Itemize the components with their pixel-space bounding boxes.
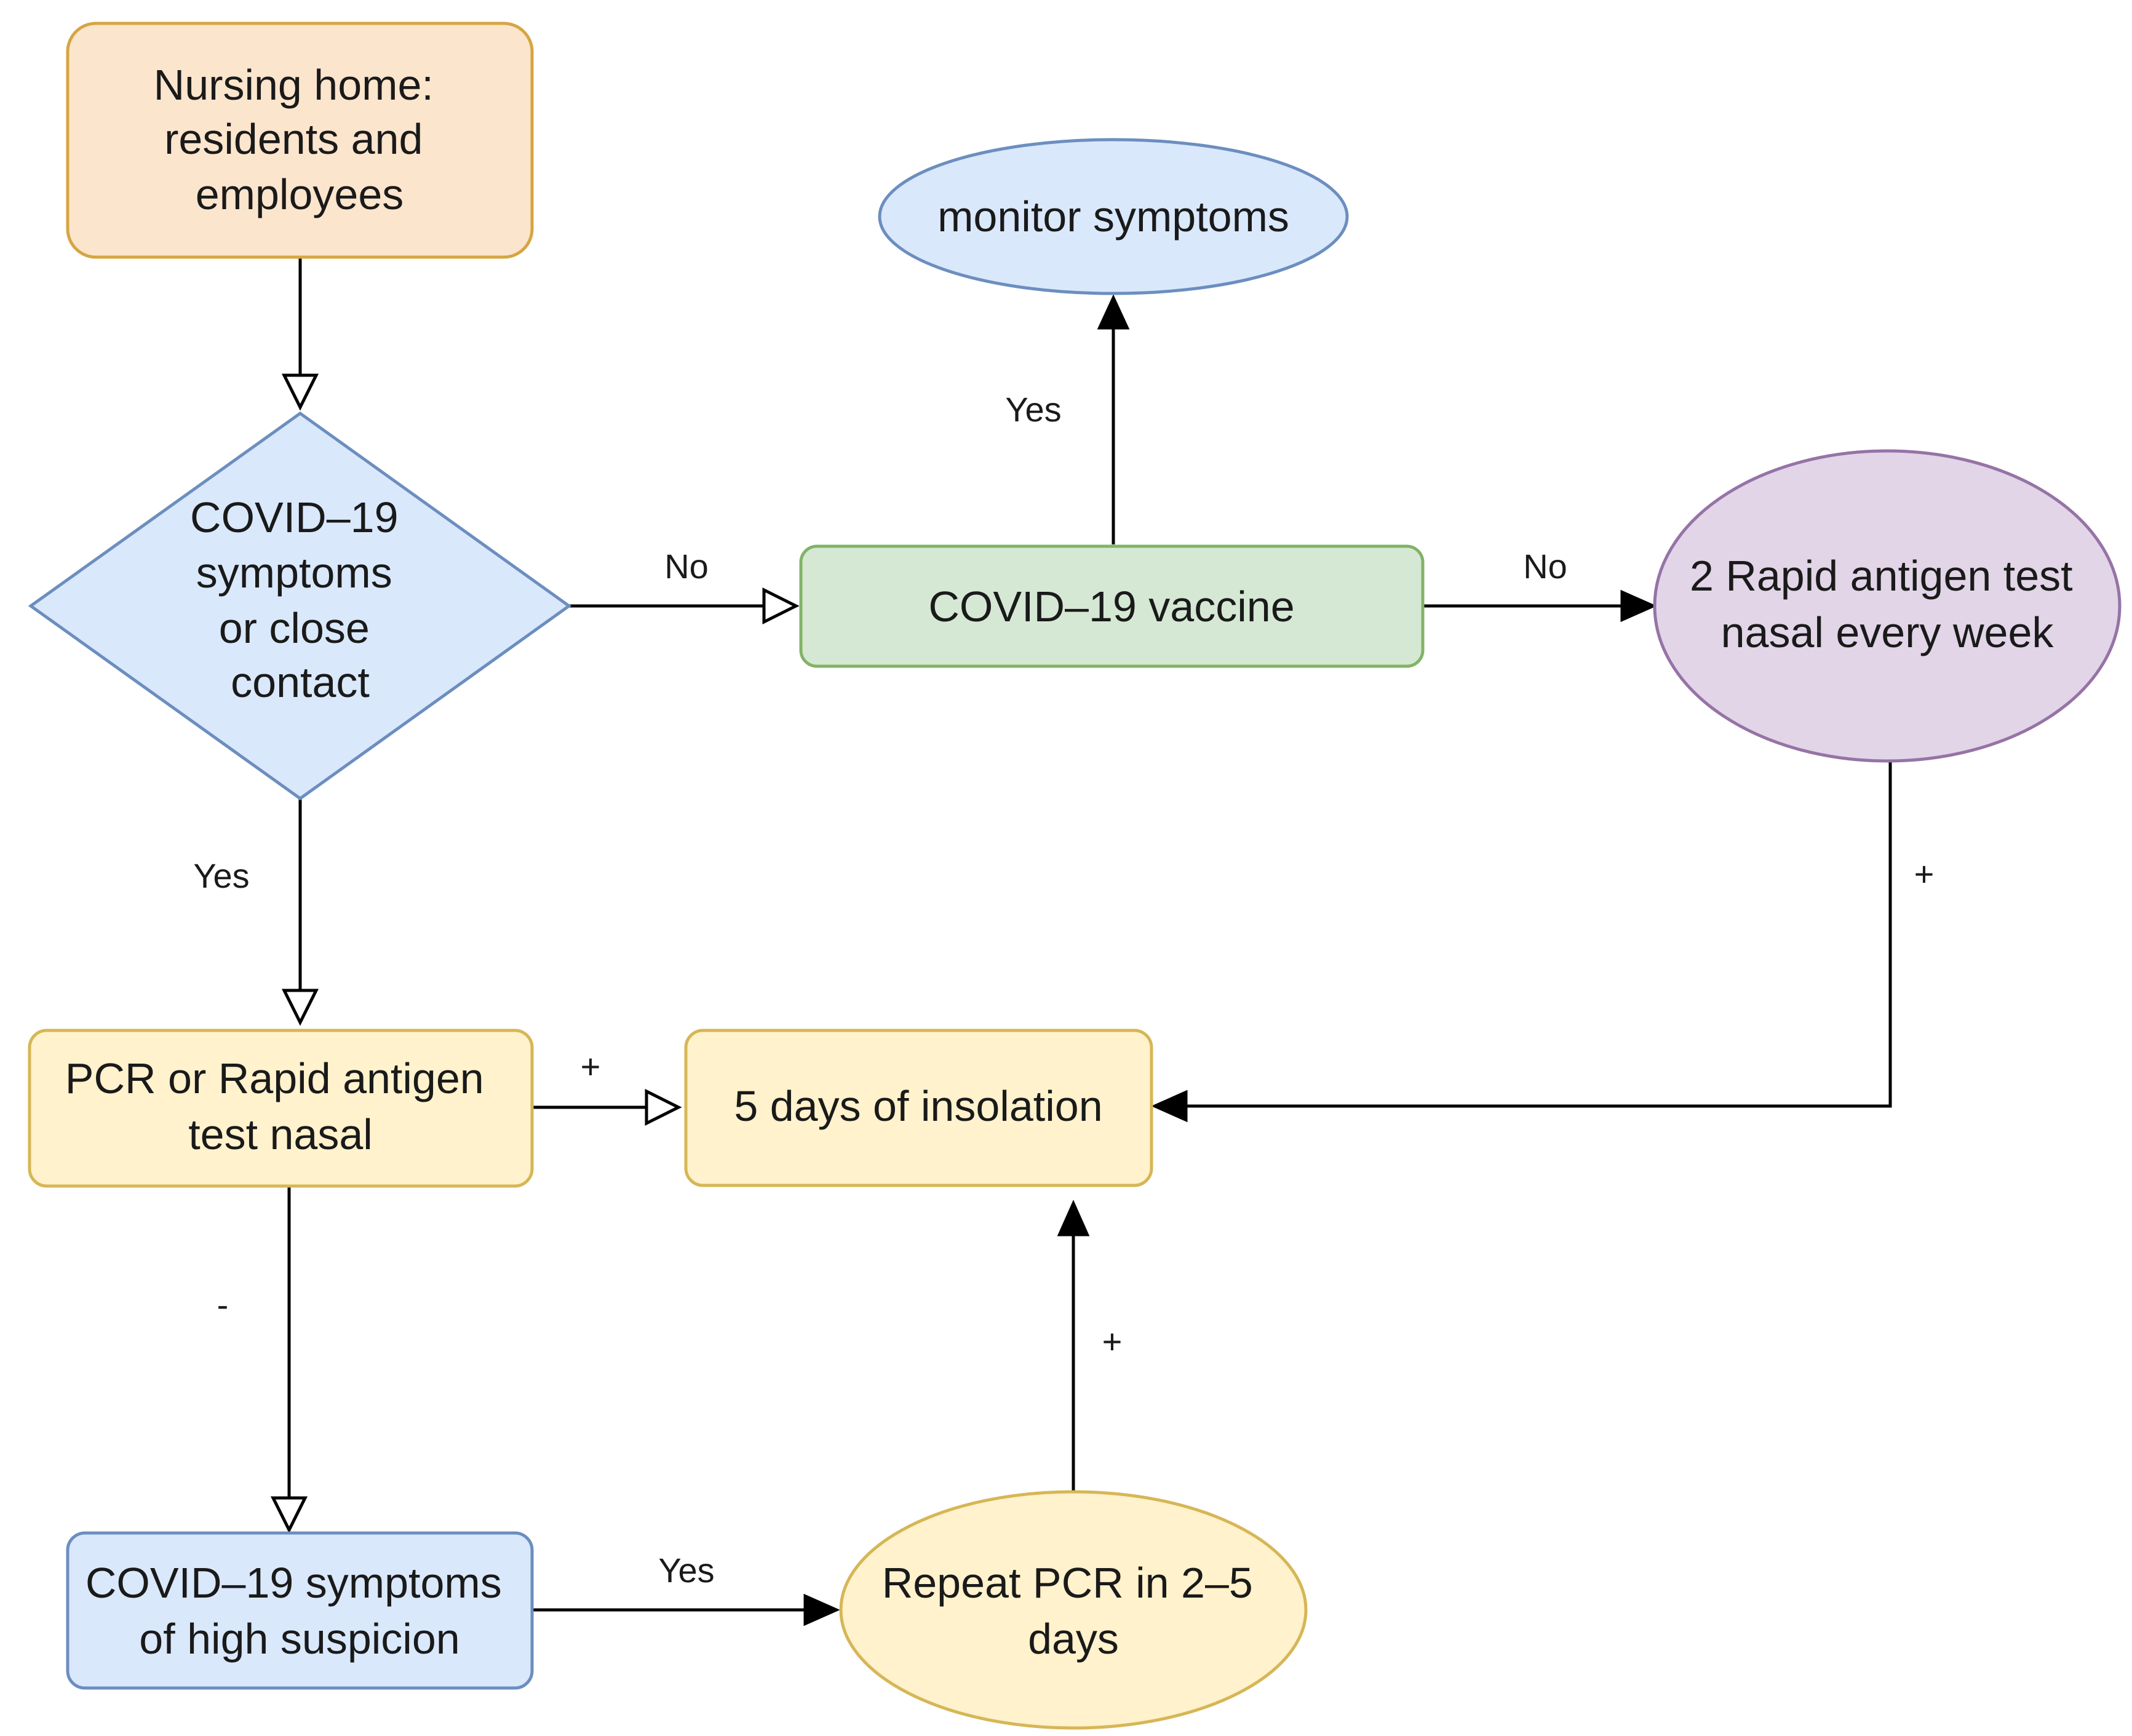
node-monitor-shape <box>878 138 1349 295</box>
arrowhead-filled <box>1097 294 1130 330</box>
node-vaccine-text: COVID–19 vaccine <box>928 583 1294 631</box>
node-nursing-home-shape <box>66 22 534 259</box>
node-rapid-weekly: 2 Rapid antigen test nasal every week <box>1653 449 2122 763</box>
node-isolation-shape <box>684 1029 1153 1187</box>
label-repeat-positive: + <box>1102 1322 1123 1361</box>
label-suspicion-yes: Yes <box>658 1551 714 1590</box>
node-monitor-text: monitor symptoms <box>937 193 1289 241</box>
node-monitor: monitor symptoms <box>878 138 1349 295</box>
label-vaccine-no: No <box>1523 547 1567 586</box>
node-high-suspicion: COVID–19 symptoms of high suspicion <box>66 1531 534 1690</box>
label-vaccine-yes: Yes <box>1005 390 1061 429</box>
node-vaccine: COVID–19 vaccine <box>799 544 1425 668</box>
node-high-suspicion-shape <box>66 1531 534 1690</box>
node-vaccine-shape <box>799 544 1425 668</box>
nodes: Nursing home: residents and employees CO… <box>28 22 2122 1730</box>
arrowhead-filled <box>1620 589 1657 623</box>
arrowhead-hollow <box>281 373 319 411</box>
node-rapid-weekly-text: 2 Rapid antigen test nasal every week <box>1690 552 2085 656</box>
node-repeat-pcr-shape <box>839 1490 1308 1730</box>
node-symptoms-decision: COVID–19 symptoms or close contact <box>28 411 572 801</box>
edge-labels: No Yes Yes No + + - Yes + <box>193 390 1934 1590</box>
arrowhead-hollow <box>270 1496 308 1534</box>
node-symptoms-decision-shape <box>28 411 572 801</box>
node-symptoms-decision-text: COVID–19 symptoms or close contact <box>190 493 410 706</box>
arrowhead-hollow <box>281 989 319 1026</box>
node-nursing-home: Nursing home: residents and employees <box>66 22 534 259</box>
label-pcr-positive: + <box>581 1047 601 1086</box>
label-decision-no: No <box>664 547 709 586</box>
edge-rapid-to-isolation <box>1184 762 1892 1108</box>
node-nursing-home-text: Nursing home: residents and employees <box>154 61 446 218</box>
label-decision-yes: Yes <box>193 856 249 895</box>
node-pcr-test-shape <box>28 1029 534 1188</box>
node-repeat-pcr-text: Repeat PCR in 2–5 days <box>882 1559 1265 1663</box>
node-repeat-pcr: Repeat PCR in 2–5 days <box>839 1490 1308 1730</box>
arrowhead-filled <box>1151 1089 1188 1123</box>
arrowhead-filled <box>1057 1200 1090 1236</box>
node-pcr-test-text: PCR or Rapid antigen test nasal <box>65 1054 496 1158</box>
node-pcr-test: PCR or Rapid antigen test nasal <box>28 1029 534 1188</box>
node-isolation: 5 days of insolation <box>684 1029 1153 1187</box>
arrowhead-filled <box>803 1593 840 1627</box>
node-rapid-weekly-shape <box>1653 449 2122 763</box>
label-pcr-negative: - <box>217 1285 229 1324</box>
node-isolation-text: 5 days of insolation <box>734 1082 1102 1130</box>
arrowhead-hollow <box>762 587 800 625</box>
arrowhead-hollow <box>645 1088 682 1126</box>
label-rapid-positive: + <box>1914 854 1935 893</box>
edges <box>270 257 1892 1627</box>
node-high-suspicion-text: COVID–19 symptoms of high suspicion <box>86 1559 514 1663</box>
